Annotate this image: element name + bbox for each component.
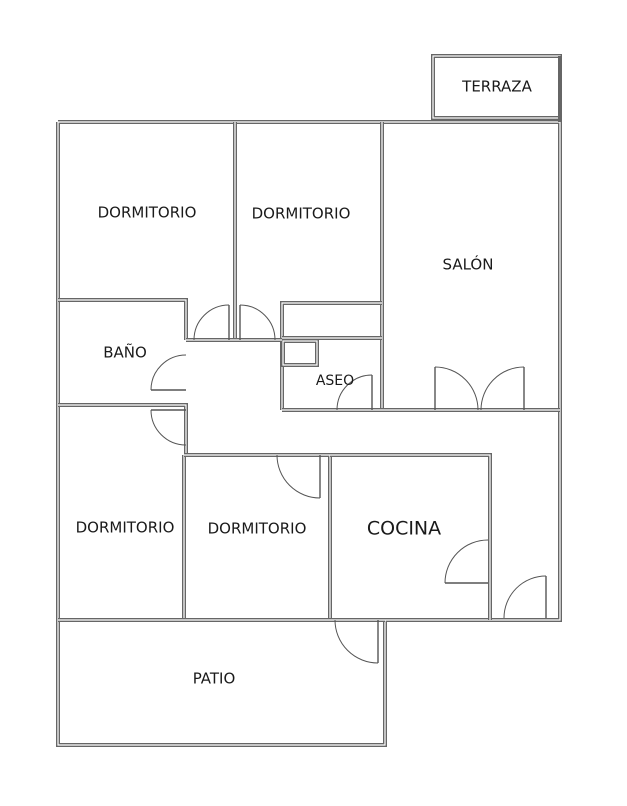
doors — [150, 304, 547, 664]
door-dormitorio-3 — [150, 409, 187, 446]
room-label-dormitorio-4: DORMITORIO — [208, 520, 307, 538]
room-label-aseo: ASEO — [316, 373, 354, 389]
door-salon-left — [434, 366, 479, 411]
room-label-terraza: TERRAZA — [461, 78, 532, 96]
room-label-dormitorio-2: DORMITORIO — [252, 205, 351, 223]
room-label-salon: SALÓN — [443, 255, 494, 274]
door-dormitorio-2 — [239, 304, 276, 341]
door-dormitorio-1 — [193, 304, 230, 341]
door-bano — [150, 354, 187, 391]
door-exit — [503, 575, 547, 619]
door-aseo — [336, 374, 373, 411]
door-patio — [334, 619, 379, 664]
room-label-cocina: COCINA — [367, 518, 441, 540]
room-label-dormitorio-1: DORMITORIO — [98, 204, 197, 222]
door-dormitorio-4 — [276, 454, 321, 499]
door-cocina — [444, 539, 489, 584]
room-label-patio: PATIO — [193, 670, 236, 688]
room-label-bano: BAÑO — [103, 343, 147, 362]
room-labels: TERRAZA DORMITORIO DORMITORIO SALÓN BAÑO… — [76, 78, 533, 688]
door-salon-right — [480, 366, 525, 411]
room-label-dormitorio-3: DORMITORIO — [76, 519, 175, 537]
walls — [56, 54, 562, 747]
